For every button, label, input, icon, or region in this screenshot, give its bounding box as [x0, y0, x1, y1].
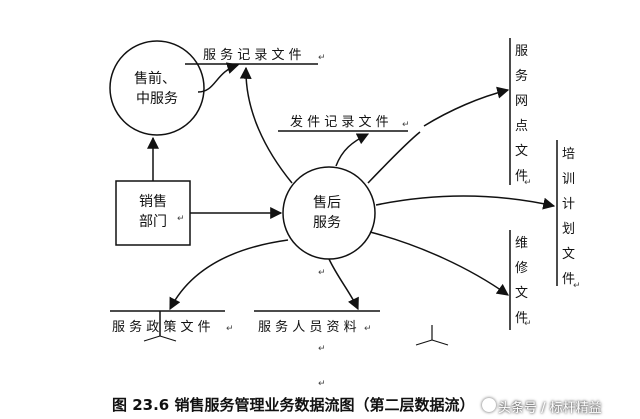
store-invoice-record-label: 发 件 记 录 文 件: [290, 114, 389, 130]
para-mark: ↵: [318, 344, 326, 354]
store-repair-file-char-1: 维: [515, 236, 528, 251]
store-staff-info-label: 服 务 人 员 资 料: [258, 319, 357, 335]
store-training-file-char-2: 训: [562, 172, 575, 187]
store-network-file-char-5: 文: [515, 144, 528, 159]
flow-aftersale-to-network-file-b: [423, 86, 510, 127]
para-mark: ↵: [402, 120, 410, 130]
store-training-file-char-5: 文: [562, 247, 575, 262]
flow-aftersale-to-training-file: [375, 195, 556, 210]
store-network-file-char-1: 服: [515, 44, 528, 59]
para-mark: ↵: [524, 178, 532, 188]
para-mark: ↵: [318, 268, 326, 278]
flow-presale-to-service-record: [197, 62, 240, 93]
store-training-file-char-6: 件: [562, 272, 575, 287]
para-mark: ↵: [318, 379, 326, 389]
decorative-marks: ↵ ↵ ↵ ↵ ↵ ↵: [177, 178, 581, 389]
flow-aftersale-to-service-policy: [169, 239, 289, 311]
flows: [147, 62, 556, 311]
flow-aftersale-to-staff-info: [328, 258, 359, 311]
store-network-file-char-4: 点: [515, 119, 528, 134]
store-training-file-char-4: 划: [562, 222, 575, 237]
store-service-policy-label: 服 务 政 策 文 件: [112, 319, 211, 335]
node-aftersale-label-2: 服务: [313, 215, 341, 231]
node-aftersale-label-1: 售后: [313, 195, 341, 211]
flow-aftersale-to-service-record: [239, 66, 293, 184]
flow-aftersale-to-repair-file: [369, 231, 509, 296]
para-mark: ↵: [318, 53, 326, 63]
flow-aftersale-to-invoice-record: [335, 133, 370, 167]
watermark: 头条号 / 标杆精益: [498, 401, 602, 416]
node-sales-dept-label-1: 销售: [139, 194, 167, 210]
store-repair-file-char-3: 文: [515, 286, 528, 301]
store-repair-file-char-4: 件: [515, 311, 528, 326]
figure-caption: 图 23.6 销售服务管理业务数据流图（第二层数据流）: [112, 396, 475, 414]
store-invoice-record: 发 件 记 录 文 件 ↵: [278, 114, 410, 132]
flow-aftersale-to-network-file: [367, 131, 421, 184]
watermark-logo-icon: [482, 398, 496, 412]
para-mark: ↵: [364, 324, 372, 334]
para-mark: ↵: [524, 319, 532, 329]
store-network-file-char-3: 网: [515, 94, 528, 109]
node-presale-label-1: 售前、: [134, 70, 176, 87]
store-network-file: 服 务 网 点 文 件: [509, 38, 528, 185]
node-presale: 售前、 中服务: [109, 40, 205, 136]
node-presale-label-2: 中服务: [136, 91, 178, 107]
para-mark: ↵: [573, 281, 581, 291]
store-repair-file: 维 修 文 件: [509, 230, 528, 330]
node-sales-dept-label-2: 部门: [139, 214, 167, 230]
store-repair-file-char-2: 修: [515, 261, 528, 276]
store-service-record-label: 服 务 记 录 文 件: [203, 47, 302, 63]
node-sales-dept: 销售 部门: [115, 180, 191, 246]
store-network-file-char-6: 件: [515, 169, 528, 184]
store-training-file: 培 训 计 划 文 件: [556, 140, 575, 287]
para-mark: ↵: [226, 324, 234, 334]
store-training-file-char-3: 计: [562, 197, 575, 212]
store-service-record: 服 务 记 录 文 件 ↵: [185, 47, 326, 65]
node-aftersale: 售后 服务: [282, 166, 376, 260]
store-service-policy: 服 务 政 策 文 件 ↵: [110, 310, 234, 342]
store-network-file-char-2: 务: [515, 68, 528, 84]
store-training-file-char-1: 培: [562, 146, 575, 162]
para-mark: ↵: [177, 214, 185, 224]
store-staff-info: 服 务 人 员 资 料 ↵ ↵: [254, 310, 380, 354]
